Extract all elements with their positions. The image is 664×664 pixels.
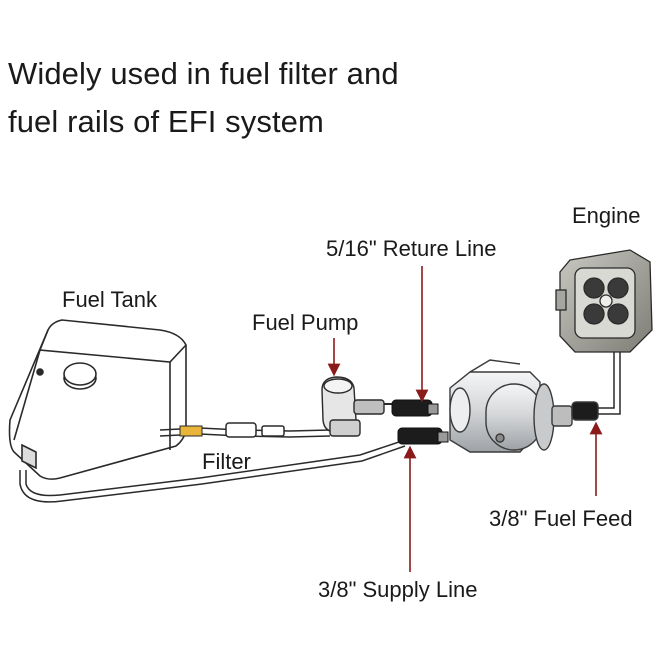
label-supply-line: 3/8" Supply Line <box>318 577 478 602</box>
label-fuel-tank: Fuel Tank <box>62 287 157 312</box>
label-return-line: 5/16" Reture Line <box>326 236 497 261</box>
headline-line-1: Widely used in fuel filter and <box>8 56 399 91</box>
fuel-tank <box>8 319 187 480</box>
tank-to-pump-line <box>159 422 331 438</box>
label-engine: Engine <box>572 203 641 228</box>
feed-line <box>598 350 621 415</box>
fuel-filter <box>449 359 599 453</box>
label-fuel-pump: Fuel Pump <box>252 310 359 335</box>
callout-arrows <box>327 266 603 572</box>
filter-inlet-fittings <box>391 399 449 445</box>
engine <box>555 249 653 353</box>
headline-line-2: fuel rails of EFI system <box>8 104 324 139</box>
label-filter: Filter <box>202 449 251 474</box>
headline: Widely used in fuel filter and fuel rail… <box>8 50 399 146</box>
label-fuel-feed: 3/8" Fuel Feed <box>489 506 633 531</box>
fuel-pump <box>321 376 408 437</box>
return-line <box>19 439 406 503</box>
